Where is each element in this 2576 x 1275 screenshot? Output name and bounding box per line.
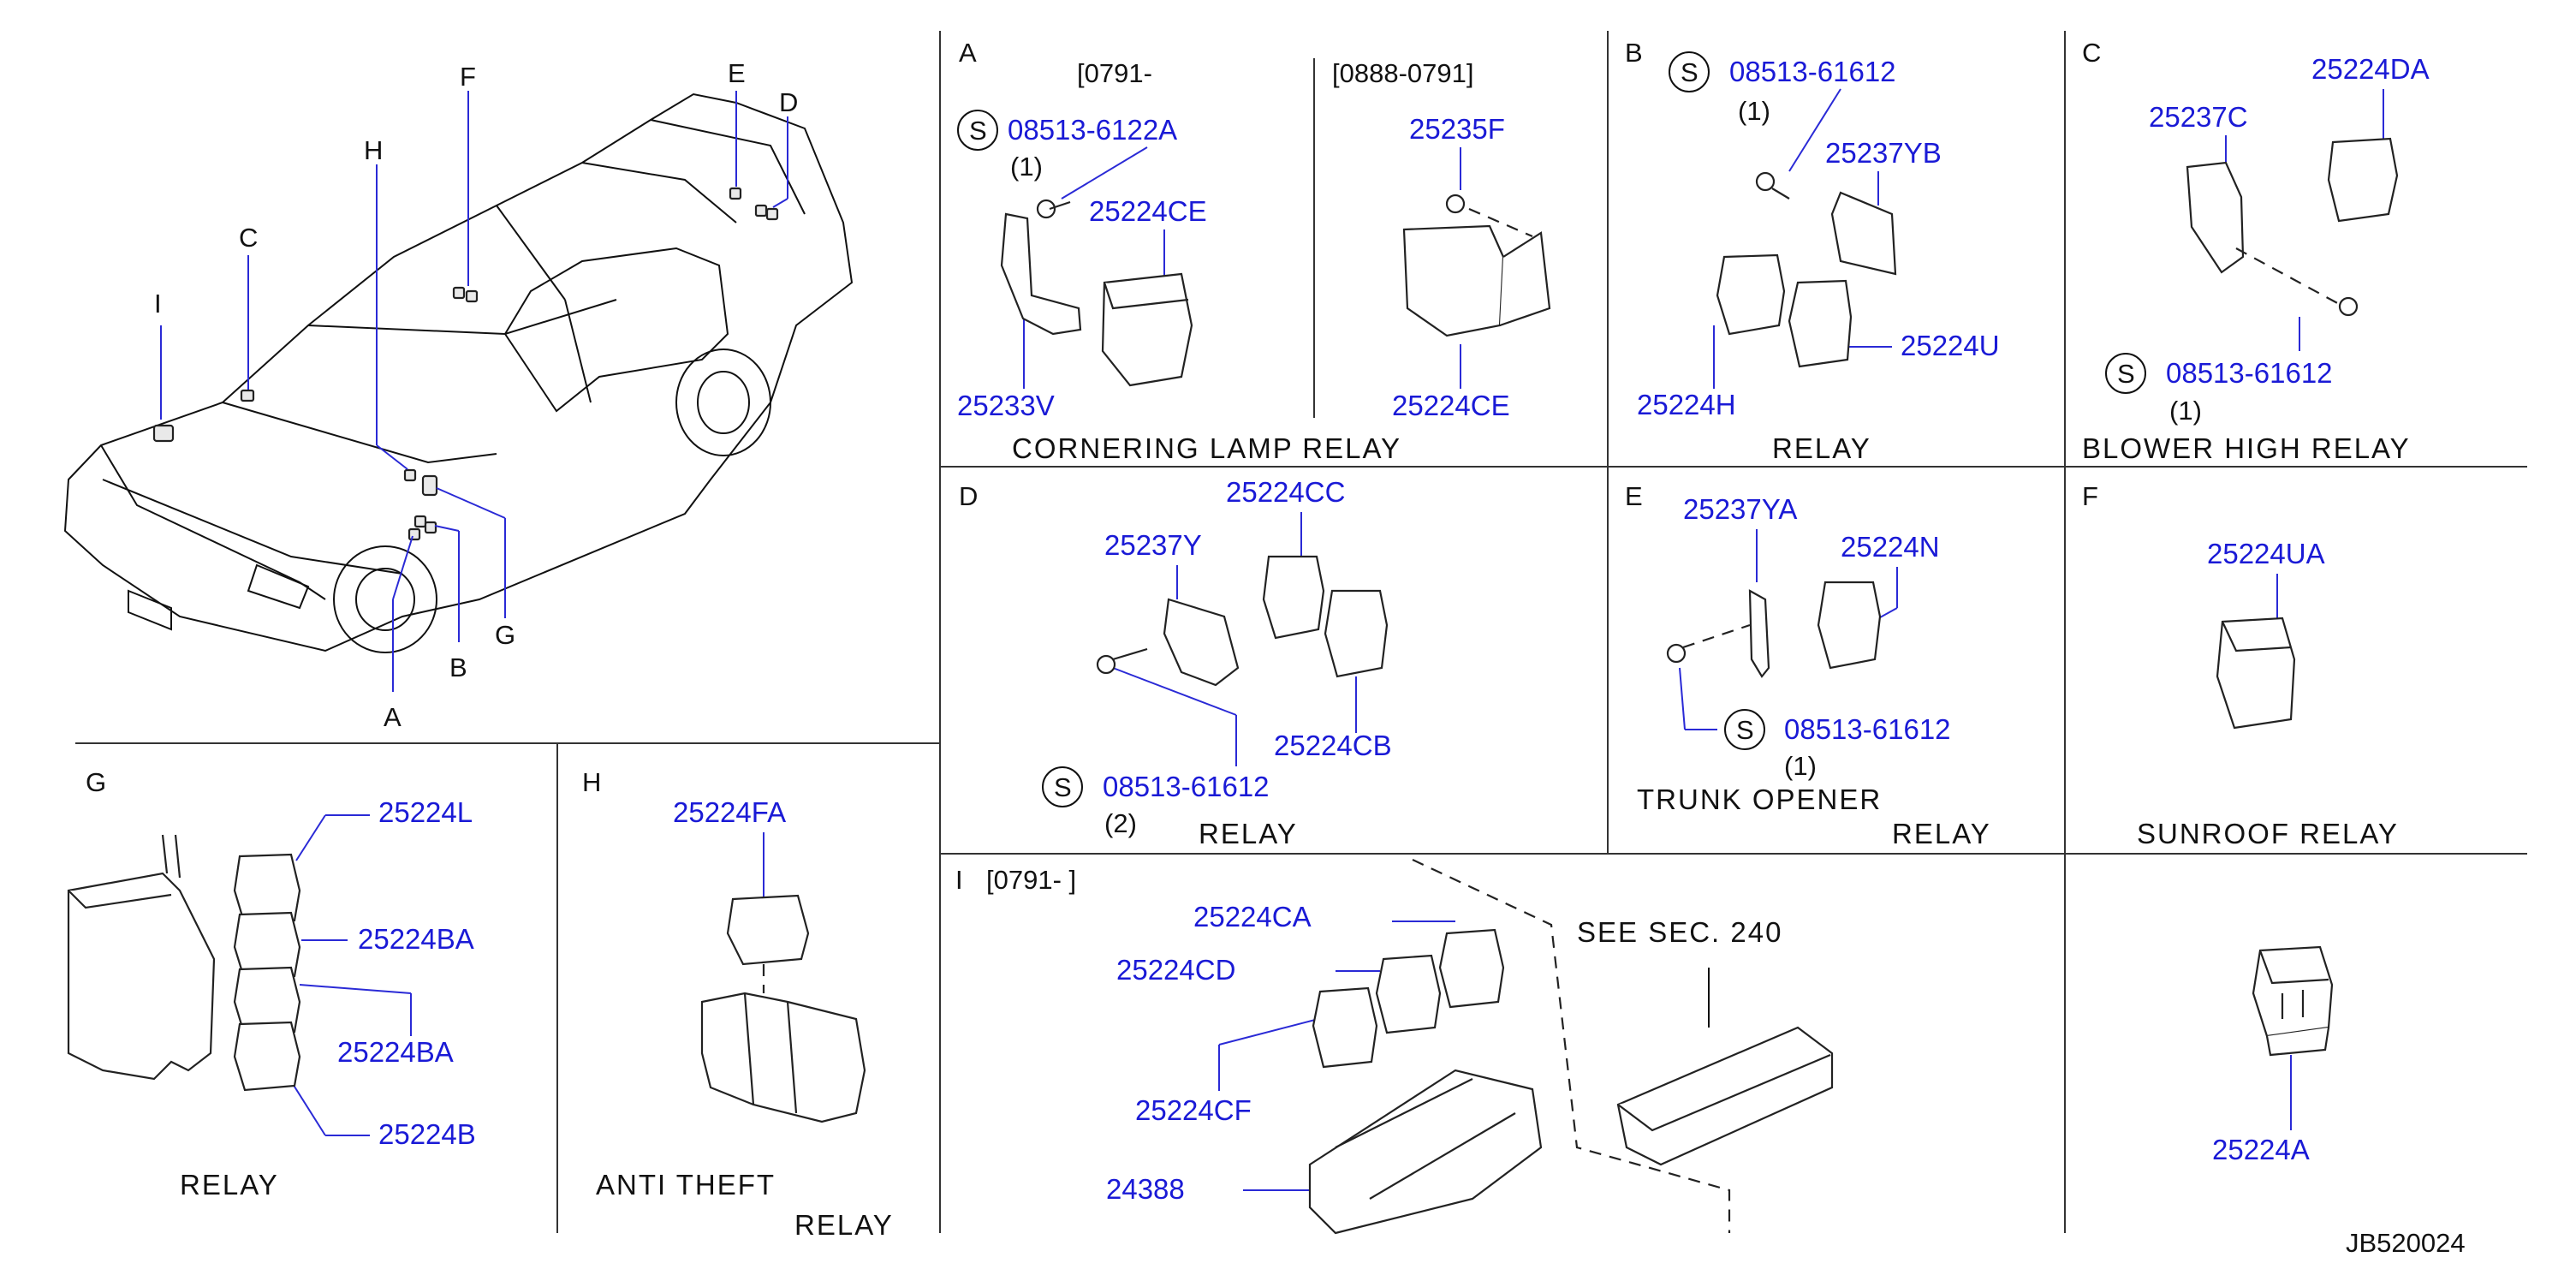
part-25224n: 25224N <box>1841 531 1940 563</box>
part-08513-6122a: 08513-6122A <box>1008 114 1177 146</box>
section-i-see-note: SEE SEC. 240 <box>1577 916 1782 948</box>
part-25224cc: 25224CC <box>1226 476 1345 508</box>
part-25224ua: 25224UA <box>2207 538 2325 569</box>
part-25224u: 25224U <box>1901 330 2000 361</box>
section-c-letter: C <box>2082 38 2101 68</box>
s-symbol-icon <box>1042 766 1083 807</box>
part-25224ba-2: 25224BA <box>337 1036 454 1068</box>
s-symbol-label: S <box>1054 772 1072 802</box>
part-25237ya: 25237YA <box>1683 493 1797 525</box>
overview-callout-g: G <box>495 620 515 650</box>
section-e-caption-1: TRUNK OPENER <box>1637 783 1882 815</box>
s-symbol-icon <box>2105 353 2146 394</box>
part-25224cd: 25224CD <box>1116 954 1235 986</box>
section-a-qty: (1) <box>1010 152 1043 182</box>
part-25224fa: 25224FA <box>673 796 786 828</box>
part-25224cb: 25224CB <box>1274 730 1392 761</box>
section-e: E 25237YA 25224N S 08513-61612 (1) TRUNK… <box>1625 481 1991 849</box>
s-symbol-icon <box>1724 709 1765 750</box>
section-e-caption-2: RELAY <box>1892 818 1991 849</box>
part-25224da: 25224DA <box>2311 53 2430 85</box>
section-c: C 25224DA 25237C S 08513-61612 (1) BLOWE… <box>2082 38 2430 464</box>
part-25224l: 25224L <box>378 796 473 828</box>
part-08513-61612-b: 08513-61612 <box>1729 56 1896 87</box>
part-25224a: 25224A <box>2212 1134 2310 1165</box>
section-f-caption: SUNROOF RELAY <box>2137 818 2399 849</box>
section-e-letter: E <box>1625 481 1643 511</box>
part-25233v: 25233V <box>957 390 1055 421</box>
section-f-letter: F <box>2082 481 2098 511</box>
section-h-caption-2: RELAY <box>794 1209 894 1241</box>
part-25237y: 25237Y <box>1104 529 1202 561</box>
section-b: B S 08513-61612 (1) 25237YB 25224U 25224… <box>1625 38 2000 464</box>
section-b-qty: (1) <box>1738 96 1770 126</box>
section-g: G 25224L 25224BA 25224BA 25224B RELAY <box>67 767 476 1201</box>
section-f: F 25224UA SUNROOF RELAY <box>2082 481 2399 849</box>
section-h-letter: H <box>582 767 601 797</box>
overview-callout-c: C <box>239 223 258 253</box>
section-g-caption: RELAY <box>180 1169 279 1201</box>
overview-callout-f: F <box>460 62 476 92</box>
vehicle-overview: I C H F E D G B A <box>63 58 854 732</box>
overview-callout-e: E <box>728 58 746 88</box>
section-a-left-range: [0791- <box>1077 58 1152 88</box>
section-c-qty: (1) <box>2169 396 2202 426</box>
section-i: I [0791- ] 25224CA 25224CD 25224CF 24388… <box>955 859 1834 1235</box>
part-08513-61612-e: 08513-61612 <box>1784 713 1951 745</box>
section-grid <box>75 31 2527 1233</box>
section-a: A [0791- [0888-0791] S 08513-6122A (1) 2… <box>957 38 1551 464</box>
section-a-caption: CORNERING LAMP RELAY <box>1012 432 1401 464</box>
part-25224ce-left: 25224CE <box>1089 195 1207 227</box>
s-symbol-label: S <box>2117 359 2135 389</box>
part-25224ca: 25224CA <box>1193 901 1312 932</box>
section-h-caption-1: ANTI THEFT <box>596 1169 776 1201</box>
overview-callout-a: A <box>384 702 402 732</box>
part-24388: 24388 <box>1106 1173 1185 1205</box>
part-25235f: 25235F <box>1409 113 1505 145</box>
overview-callout-d: D <box>779 87 798 117</box>
s-symbol-label: S <box>1681 57 1698 87</box>
part-25224cf: 25224CF <box>1135 1094 1252 1126</box>
s-symbol-icon <box>957 110 998 151</box>
section-g-letter: G <box>86 767 106 797</box>
section-e-qty: (1) <box>1784 751 1817 781</box>
part-25224ba-1: 25224BA <box>358 923 474 955</box>
overview-callout-b: B <box>449 652 467 682</box>
s-symbol-icon <box>1669 51 1710 92</box>
part-25237c: 25237C <box>2149 101 2248 133</box>
s-symbol-label: S <box>1736 715 1754 745</box>
section-d-letter: D <box>959 481 978 511</box>
section-a-right-range: [0888-0791] <box>1332 58 1473 88</box>
part-25224ce-right: 25224CE <box>1392 390 1510 421</box>
part-08513-61612-d: 08513-61612 <box>1103 771 1270 802</box>
section-h: H 25224FA ANTI THEFT RELAY <box>582 767 894 1241</box>
part-08513-61612-c: 08513-61612 <box>2166 357 2333 389</box>
section-a-letter: A <box>959 38 977 68</box>
overview-callout-i: I <box>154 289 162 319</box>
section-i-letter: I <box>955 865 963 895</box>
section-d-caption: RELAY <box>1199 818 1298 849</box>
section-b-letter: B <box>1625 38 1643 68</box>
section-c-caption: BLOWER HIGH RELAY <box>2082 432 2411 464</box>
s-symbol-label: S <box>969 116 987 146</box>
part-25237yb: 25237YB <box>1825 137 1942 169</box>
overview-callout-h: H <box>364 135 383 165</box>
section-d: D 25224CC 25237Y 25224CB S 08513-61612 (… <box>959 476 1392 849</box>
part-25224b: 25224B <box>378 1118 476 1150</box>
part-25224h: 25224H <box>1637 389 1736 420</box>
section-relay-25224a: 25224A <box>2212 945 2334 1165</box>
document-code: JB520024 <box>2346 1228 2466 1258</box>
section-b-caption: RELAY <box>1772 432 1871 464</box>
section-d-qty: (2) <box>1104 808 1137 838</box>
section-i-range: [0791- ] <box>986 865 1076 895</box>
